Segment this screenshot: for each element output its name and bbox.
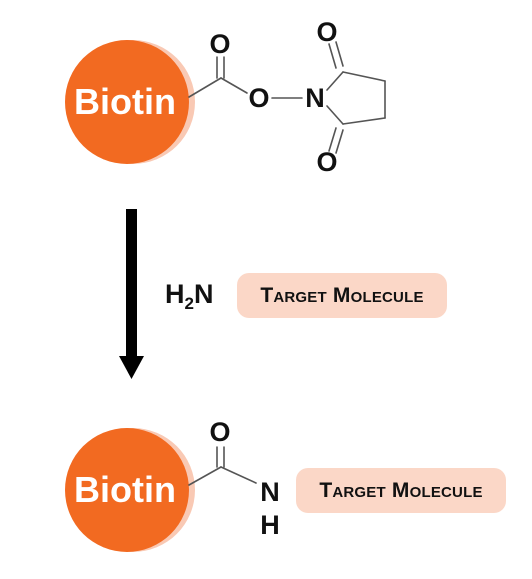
biotin-circle-top [65,40,189,164]
atom-amide-n: N [260,477,280,507]
biotin-label-top: Biotin [74,81,176,122]
reagent-n: N [194,279,214,309]
biotin-amide-product: Biotin O N H [65,417,280,552]
atom-carbonyl-o-bottom: O [209,417,230,447]
atom-ring-o-top: O [316,17,337,47]
target-molecule-pill-reagent: Target Molecule [237,273,447,318]
bond-ring-o-bottom-a [328,127,337,152]
reagent-h: H [165,279,185,309]
reaction-arrow [119,209,144,379]
atom-carbonyl-o-top: O [209,29,230,59]
bond-biotin-carbonyl [188,77,222,98]
atom-imide-n: N [305,83,325,113]
atom-ring-o-bottom: O [316,147,337,177]
atom-ester-o: O [248,83,269,113]
target-molecule-pill-product: Target Molecule [296,468,506,513]
reagent-subscript: 2 [185,294,194,313]
arrow-head [119,356,144,379]
reagent-formula: H2N [165,279,213,313]
bond-biotin-carbonyl-bottom [188,466,222,486]
bond-ring-o-bottom-b [335,129,344,154]
reagent-amine: H2N [165,279,213,313]
bond-n-c-upper [326,71,344,91]
bond-ring-lower [342,117,386,125]
atom-amide-h: H [260,510,280,540]
biotin-nhs-ester: Biotin O O N O O [65,17,386,177]
bond-ring-o-top-a [328,43,337,69]
bond-carbonyl-n-bottom [220,466,257,484]
bond-ring-upper [342,71,386,82]
biotin-label-bottom: Biotin [74,469,176,510]
bond-n-c-lower [326,105,344,125]
bond-carbonyl-ester-o [220,77,248,94]
biotin-circle-bottom [65,428,189,552]
bond-ring-o-top-b [335,41,344,67]
arrow-shaft [126,209,137,359]
